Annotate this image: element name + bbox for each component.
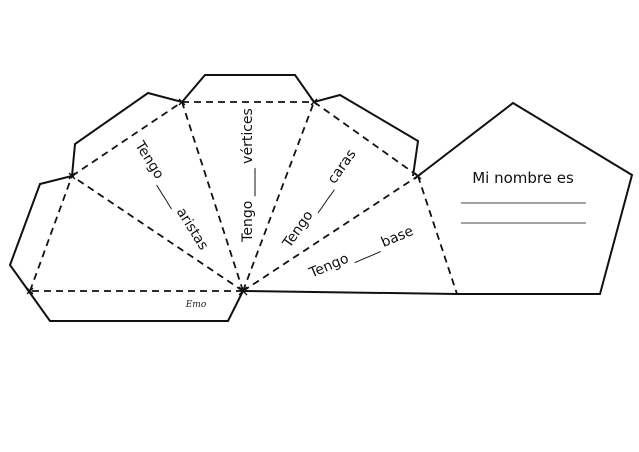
vertex-marks	[26, 98, 422, 296]
signature: Emo	[185, 300, 207, 310]
name-pentagon	[417, 101, 634, 295]
label-base: Tengo ____ base	[306, 223, 416, 282]
label-aristas: Tengo ____ aristas	[131, 138, 211, 253]
label-vertices: Tengo ____ vértices	[240, 108, 256, 243]
base-line	[242, 290, 458, 295]
radial-fold-lines	[30, 101, 419, 292]
name-panel-title: Mi nombre es	[472, 169, 574, 187]
ring-fold-lines	[29, 101, 458, 295]
fan-outline	[8, 74, 420, 322]
